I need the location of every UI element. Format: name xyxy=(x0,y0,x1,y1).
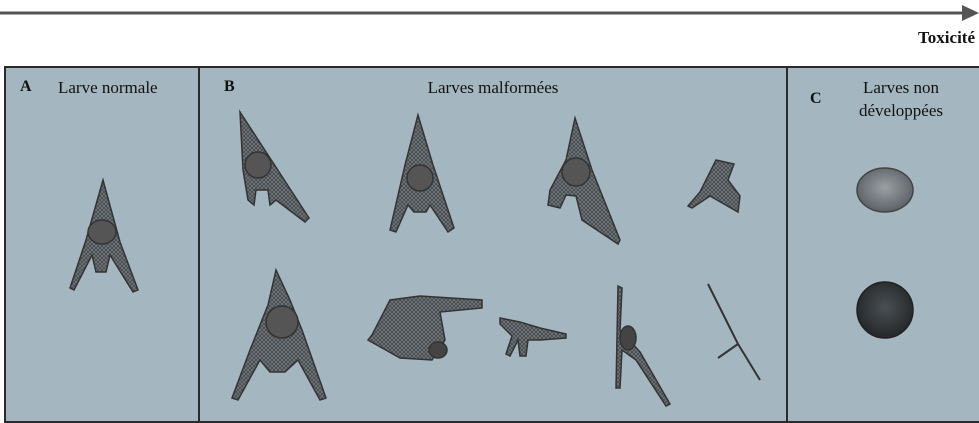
larva-malformed-1 xyxy=(240,112,309,222)
larva-malformed-4 xyxy=(688,160,740,212)
larva-malformed-8 xyxy=(616,286,670,406)
larva-malformed-3 xyxy=(548,118,620,244)
undeveloped-egg-light xyxy=(857,168,913,212)
larva-malformed-6 xyxy=(368,296,482,360)
larva-malformed-9 xyxy=(708,284,760,380)
larva-normal xyxy=(70,180,138,292)
larva-malformed-5 xyxy=(232,270,326,400)
larva-malformed-2 xyxy=(390,115,454,232)
larva-malformed-7 xyxy=(500,318,566,356)
undeveloped-egg-dark xyxy=(857,282,913,338)
